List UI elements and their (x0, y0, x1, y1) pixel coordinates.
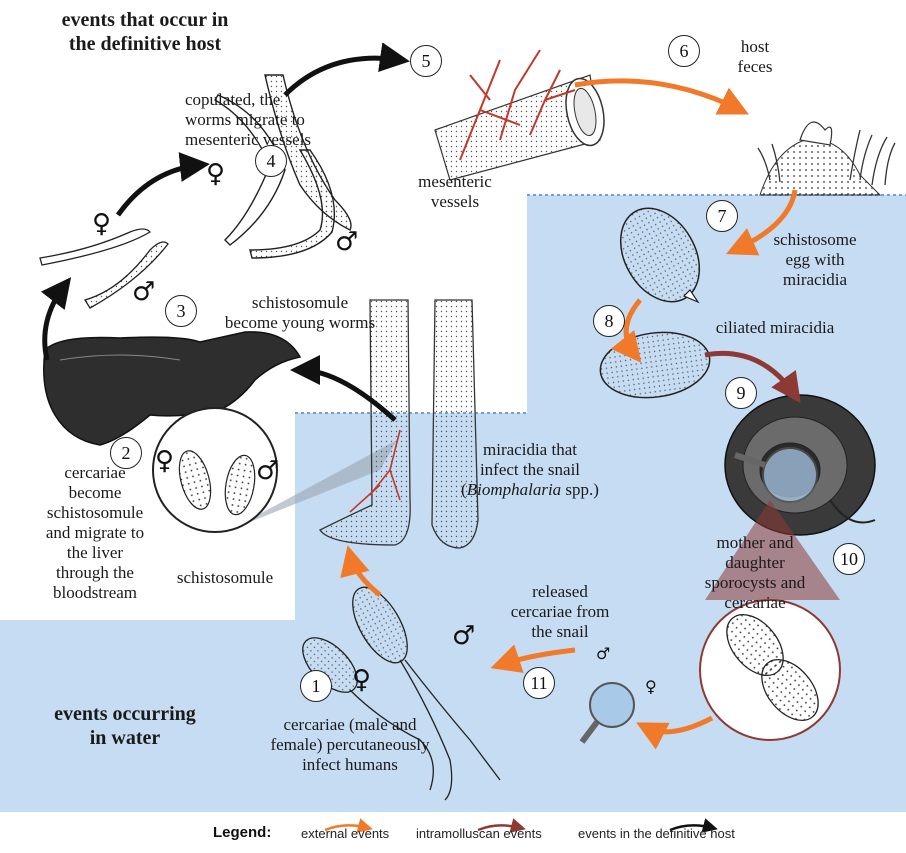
female-symbol: ♀ (155, 447, 174, 475)
schistosomule-label: schistosomule (160, 568, 290, 588)
step-label-3: schistosomule become young worms (210, 293, 390, 333)
female-symbol: ♀ (92, 210, 111, 238)
male-symbol: ♂ (335, 228, 358, 256)
step-label-9-post: spp.) (561, 480, 599, 499)
mesenteric-vessel-illustration (435, 50, 610, 180)
step-number-9: 9 (725, 377, 757, 409)
heading-definitive-host: events that occur in the definitive host (30, 8, 260, 56)
step-number-11: 11 (523, 667, 555, 699)
male-symbol: ♂ (132, 278, 155, 306)
step-label-2: cercariae become schistosomule and migra… (20, 463, 170, 603)
male-symbol: ♂ (256, 457, 279, 485)
step-label-9-genus: Biomphalaria (467, 480, 561, 499)
male-symbol: ♂ (452, 622, 475, 650)
step-label-9: miracidia that infect the snail (Biompha… (425, 440, 635, 500)
step-number-5: 5 (410, 45, 442, 77)
magnifier-lens (763, 448, 817, 502)
snail-illustration (725, 395, 875, 535)
step-label-10: mother and daughter sporocysts and cerca… (695, 533, 815, 613)
step-label-1: cercariae (male and female) percutaneous… (245, 715, 455, 775)
step-number-10: 10 (833, 543, 865, 575)
step-number-8: 8 (593, 305, 625, 337)
small-magnifier (590, 683, 634, 727)
step-number-3: 3 (165, 295, 197, 327)
female-symbol: ♀ (352, 666, 371, 694)
step-number-6: 6 (668, 35, 700, 67)
step-label-5: mesenteric vessels (405, 172, 505, 212)
step-number-1: 1 (300, 670, 332, 702)
step-label-8: ciliated miracidia (700, 318, 850, 338)
legend: Legend: external events intramolluscan e… (0, 812, 906, 853)
female-symbol: ♀ (645, 673, 657, 701)
legend-item-intramolluscan: intramolluscan events (416, 826, 542, 841)
step-number-7: 7 (706, 200, 738, 232)
step-label-6: host feces (710, 37, 800, 77)
step-label-11: released cercariae from the snail (500, 582, 620, 642)
step-label-7: schistosome egg with miracidia (760, 230, 870, 290)
female-symbol: ♀ (206, 160, 225, 188)
legend-item-host: events in the definitive host (578, 826, 735, 841)
male-symbol: ♂ (596, 640, 610, 668)
legend-title: Legend: (213, 824, 271, 841)
legend-item-external: external events (301, 826, 389, 841)
heading-water: events occurring in water (25, 702, 225, 750)
step-label-4: copulated, the worms migrate to mesenter… (185, 90, 345, 150)
